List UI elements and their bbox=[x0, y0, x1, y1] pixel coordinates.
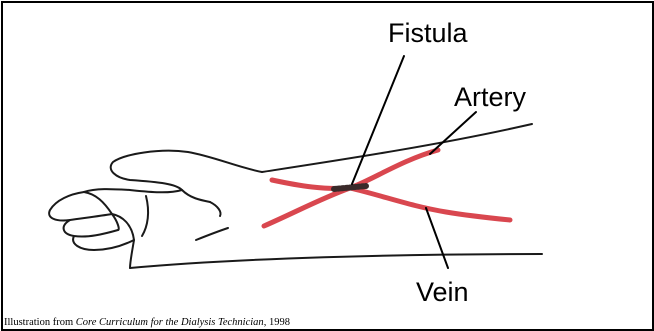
finger-top-outline bbox=[49, 192, 112, 221]
vein-pointer-line bbox=[426, 208, 448, 268]
thumb-outline bbox=[111, 151, 262, 202]
caption-prefix: Illustration from bbox=[4, 317, 76, 328]
artery-label: Artery bbox=[454, 84, 526, 111]
finger-lower-outline bbox=[73, 236, 134, 250]
caption-book-title: Core Curriculum for the Dialysis Technic… bbox=[76, 317, 264, 328]
vein-vessel bbox=[264, 188, 510, 226]
wrist-crease-1 bbox=[210, 202, 221, 216]
palm-crease-outline bbox=[142, 196, 148, 236]
caption-suffix: , 1998 bbox=[264, 317, 290, 328]
fingertips-outline bbox=[84, 192, 134, 268]
figure-caption: Illustration from Core Curriculum for th… bbox=[4, 318, 290, 329]
artery-pointer-line bbox=[430, 112, 476, 154]
fistula-label: Fistula bbox=[388, 20, 468, 47]
artery-vessel bbox=[272, 150, 438, 189]
vein-label: Vein bbox=[416, 279, 469, 306]
forearm-lower-outline bbox=[130, 254, 542, 268]
finger-middle-outline bbox=[64, 220, 118, 237]
hand-knuckle-outline bbox=[84, 189, 182, 192]
fistula-anastomosis bbox=[334, 186, 366, 189]
wrist-crease-2 bbox=[196, 228, 228, 240]
